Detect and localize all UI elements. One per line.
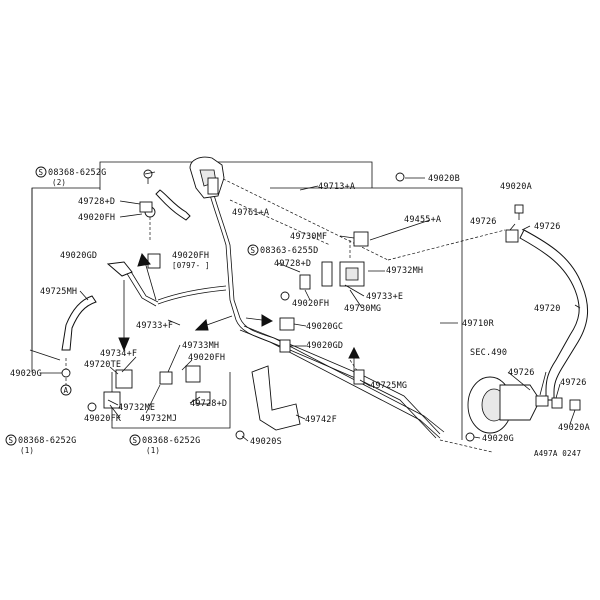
leader-lines <box>40 171 581 442</box>
part-label: 49720TE <box>84 360 121 370</box>
power-steering-pump <box>467 376 563 434</box>
reservoir-hose <box>139 189 191 221</box>
part-label: 49733+E <box>366 292 403 302</box>
part-label: 49726 <box>560 378 587 388</box>
part-label: 49726 <box>534 222 561 232</box>
bolt-icon <box>395 172 405 182</box>
part-label: 49761+A <box>232 208 269 218</box>
part-label: 49020B <box>428 174 460 184</box>
part-label: 49725MH <box>40 287 77 297</box>
part-label: (1) <box>20 446 34 455</box>
bracket <box>251 365 301 431</box>
part-label: 49020FK <box>84 414 122 424</box>
part-label: 49020FH <box>172 251 209 261</box>
arrow-up-icon <box>137 252 157 301</box>
part-label: 49734+F <box>100 349 137 359</box>
bolt-icon <box>569 399 581 411</box>
part-labels: S 08368-6252G (2) 49728+D 49020FH 49761+… <box>9 168 590 458</box>
part-label: 49020GD <box>306 341 343 351</box>
arrows <box>118 252 360 375</box>
arrow-down-icon <box>118 280 130 352</box>
bolt-icon <box>87 402 97 412</box>
part-label: 49733MH <box>182 341 219 351</box>
part-label: 49728+D <box>78 197 115 207</box>
arrow-right-icon <box>245 314 274 327</box>
part-label: (1) <box>146 446 160 455</box>
bolt-icon <box>235 430 245 440</box>
part-label: 49726 <box>470 217 497 227</box>
part-label: 49020S <box>250 437 282 447</box>
arrow-up-icon <box>348 346 360 375</box>
bolts <box>61 169 581 442</box>
part-label: 49020G <box>482 434 514 444</box>
part-label: A <box>64 386 69 395</box>
part-label: 49725MG <box>370 381 407 391</box>
part-label: S <box>133 436 138 445</box>
diagram-code: A497A 0247 <box>534 449 581 458</box>
bolt-icon <box>280 291 290 301</box>
part-label: 49020GC <box>306 322 343 332</box>
circle-markers <box>5 166 259 446</box>
bolt-icon <box>143 169 153 184</box>
part-label: 49730MF <box>290 232 327 242</box>
part-label: 49020GD <box>60 251 97 261</box>
part-label: 49020A <box>558 423 590 433</box>
part-label: 49732MJ <box>140 414 177 424</box>
part-label: 49730MG <box>344 304 381 314</box>
bolt-icon <box>465 432 475 442</box>
part-label: 49020FH <box>78 213 115 223</box>
part-label: 49020A <box>500 182 532 192</box>
part-label: 49728+D <box>190 399 227 409</box>
part-label: 49726 <box>508 368 535 378</box>
part-label: [0797- ] <box>172 261 210 270</box>
part-label: 08363-6255D <box>260 246 319 256</box>
arrow-left-icon <box>194 315 233 331</box>
part-label: 49020FH <box>292 299 329 309</box>
part-label: SEC.490 <box>470 348 507 358</box>
suction-hose <box>61 261 133 351</box>
part-label: 49728+D <box>274 259 311 269</box>
part-label: 49733+F <box>136 321 173 331</box>
bolt-icon <box>514 204 524 220</box>
part-label: 49720 <box>534 304 561 314</box>
part-label: 49742F <box>305 415 337 425</box>
part-label: 49732MH <box>386 266 423 276</box>
return-hose <box>519 229 588 401</box>
part-label: S <box>251 246 256 255</box>
part-label: 08368-6252G <box>142 436 201 446</box>
part-label: 08368-6252G <box>48 168 107 178</box>
reservoir <box>189 156 225 199</box>
part-label: 49732ME <box>118 403 155 413</box>
part-label: S <box>9 436 14 445</box>
bolt-icon <box>61 368 71 378</box>
part-label: (2) <box>52 178 66 187</box>
part-label: 49455+A <box>404 215 441 225</box>
part-label: 08368-6252G <box>18 436 77 446</box>
clamps <box>103 229 519 409</box>
part-label: 49710R <box>462 319 495 329</box>
part-label: 49713+A <box>318 182 355 192</box>
part-label: 49020FH <box>188 353 225 363</box>
part-label: S <box>39 168 44 177</box>
part-label: 49020G <box>10 369 42 379</box>
dashed-leaders <box>65 169 506 453</box>
